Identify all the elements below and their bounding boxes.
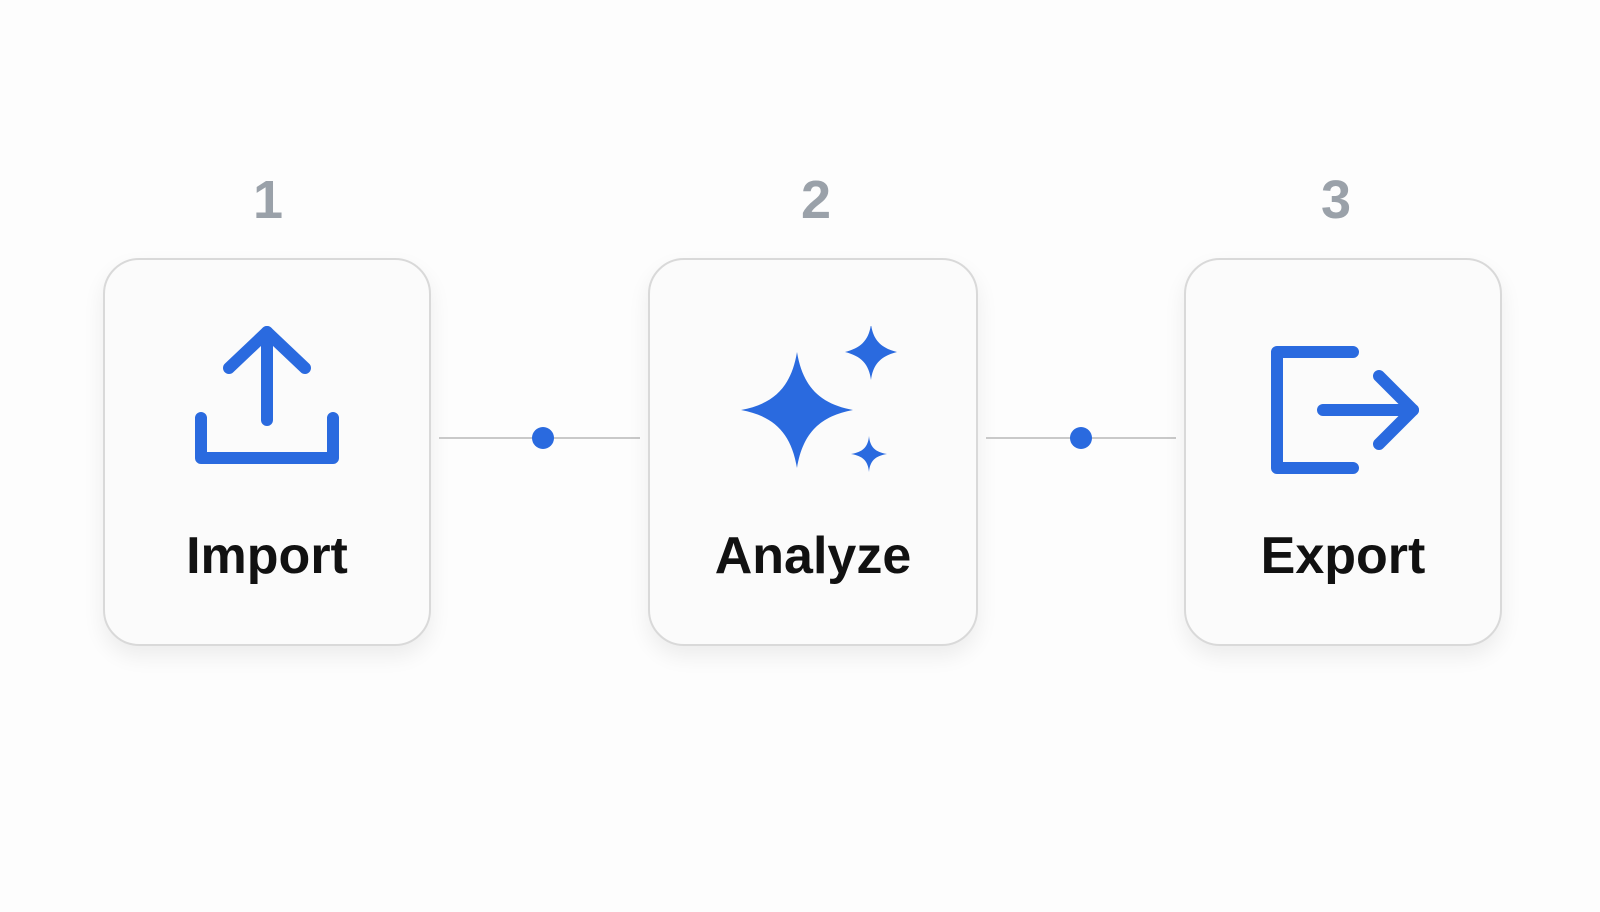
connector-dot-2 bbox=[1070, 427, 1092, 449]
upload-icon bbox=[195, 326, 339, 464]
step-card-export[interactable]: Export bbox=[1184, 258, 1502, 646]
step-number-1: 1 bbox=[252, 170, 284, 230]
step-label-analyze: Analyze bbox=[714, 527, 912, 585]
step-card-import[interactable]: Import bbox=[103, 258, 431, 646]
step-label-export: Export bbox=[1260, 527, 1426, 585]
connector-dot-1 bbox=[532, 427, 554, 449]
sparkles-icon bbox=[741, 326, 897, 472]
step-number-2: 2 bbox=[800, 170, 832, 230]
step-number-3: 3 bbox=[1320, 170, 1352, 230]
exit-arrow-icon bbox=[1271, 346, 1419, 474]
step-label-import: Import bbox=[186, 527, 348, 585]
step-card-analyze[interactable]: Analyze bbox=[648, 258, 978, 646]
